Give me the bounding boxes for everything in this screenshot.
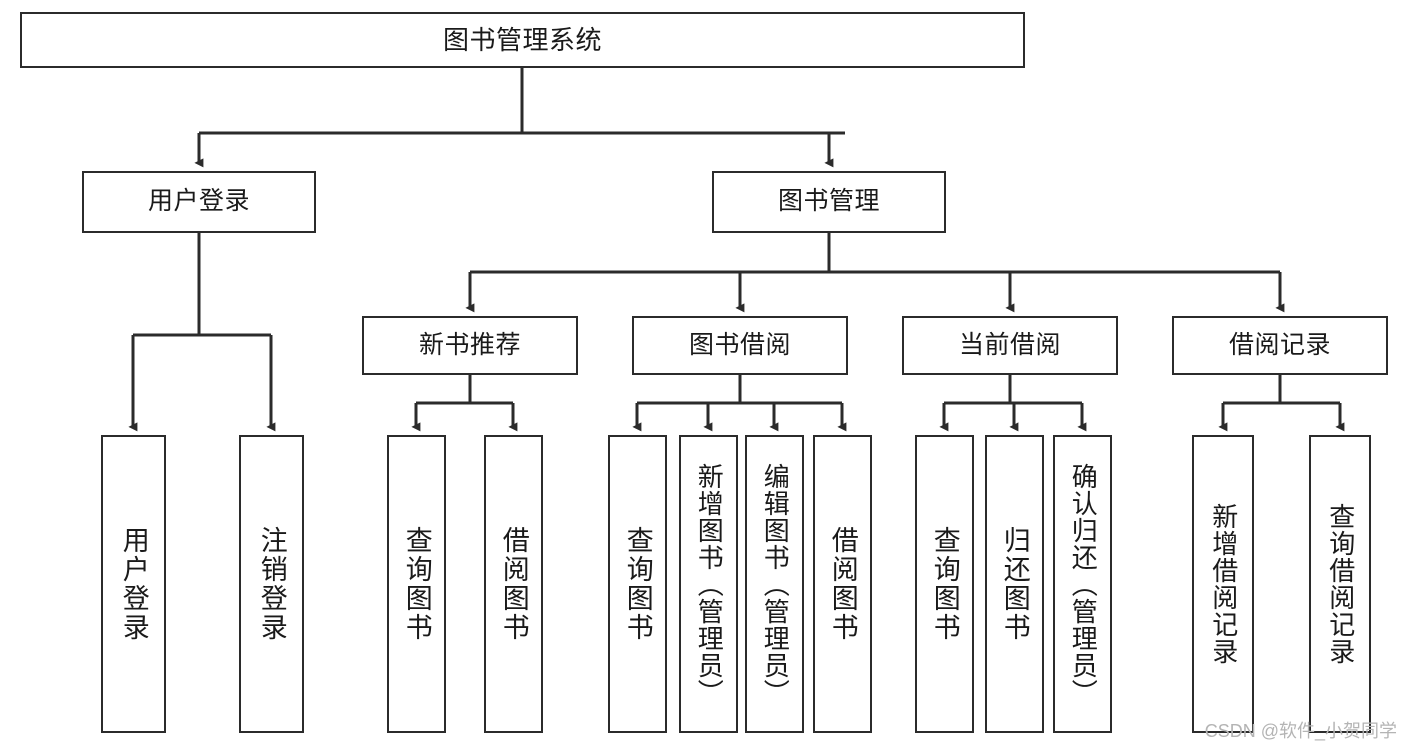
- node-leaf-query-borrow-record[interactable]: 查询借阅记录: [1309, 435, 1371, 733]
- node-leaf-query-book-current[interactable]: 查询图书: [915, 435, 974, 733]
- node-leaf-return-book-label: 归还图书: [999, 526, 1030, 642]
- node-leaf-return-book[interactable]: 归还图书: [985, 435, 1044, 733]
- node-leaf-logout-label: 注销登录: [256, 526, 287, 642]
- node-book-borrow-label: 图书借阅: [688, 330, 791, 359]
- node-leaf-logout[interactable]: 注销登录: [239, 435, 304, 733]
- node-leaf-borrow-book-label: 借阅图书: [827, 526, 858, 642]
- node-current-borrow-label: 当前借阅: [958, 330, 1061, 359]
- node-leaf-borrow-book[interactable]: 借阅图书: [813, 435, 872, 733]
- node-leaf-add-book-label: 新增图书（管理员）: [694, 462, 725, 706]
- node-new-book-recommend-label: 新书推荐: [418, 330, 521, 359]
- node-leaf-confirm-return[interactable]: 确认归还（管理员）: [1053, 435, 1112, 733]
- node-leaf-add-borrow-record-label: 新增借阅记录: [1208, 503, 1239, 665]
- node-leaf-query-book-borrow-label: 查询图书: [622, 526, 653, 642]
- node-leaf-query-book-borrow[interactable]: 查询图书: [608, 435, 667, 733]
- node-new-book-recommend[interactable]: 新书推荐: [362, 316, 578, 375]
- node-root[interactable]: 图书管理系统: [20, 12, 1025, 68]
- node-user-login-label: 用户登录: [147, 187, 250, 216]
- node-user-login[interactable]: 用户登录: [82, 171, 316, 233]
- node-leaf-confirm-return-label: 确认归还（管理员）: [1068, 462, 1099, 706]
- node-leaf-add-book[interactable]: 新增图书（管理员）: [679, 435, 738, 733]
- watermark: CSDN @软件_小贺同学: [1204, 721, 1397, 741]
- node-leaf-borrow-book-recommend-label: 借阅图书: [498, 526, 529, 642]
- node-leaf-query-book-recommend[interactable]: 查询图书: [387, 435, 446, 733]
- node-borrow-record[interactable]: 借阅记录: [1172, 316, 1388, 375]
- node-leaf-edit-book-label: 编辑图书（管理员）: [760, 462, 791, 706]
- node-leaf-query-book-recommend-label: 查询图书: [401, 526, 432, 642]
- node-leaf-user-login-label: 用户登录: [118, 526, 149, 642]
- node-current-borrow[interactable]: 当前借阅: [902, 316, 1118, 375]
- node-leaf-borrow-book-recommend[interactable]: 借阅图书: [484, 435, 543, 733]
- node-leaf-query-book-current-label: 查询图书: [929, 526, 960, 642]
- node-leaf-user-login[interactable]: 用户登录: [101, 435, 166, 733]
- node-leaf-add-borrow-record[interactable]: 新增借阅记录: [1192, 435, 1254, 733]
- node-leaf-query-borrow-record-label: 查询借阅记录: [1325, 503, 1356, 665]
- node-root-label: 图书管理系统: [442, 24, 602, 55]
- node-book-manage[interactable]: 图书管理: [712, 171, 946, 233]
- node-borrow-record-label: 借阅记录: [1228, 330, 1331, 359]
- node-leaf-edit-book[interactable]: 编辑图书（管理员）: [745, 435, 804, 733]
- node-book-borrow[interactable]: 图书借阅: [632, 316, 848, 375]
- node-book-manage-label: 图书管理: [777, 187, 880, 216]
